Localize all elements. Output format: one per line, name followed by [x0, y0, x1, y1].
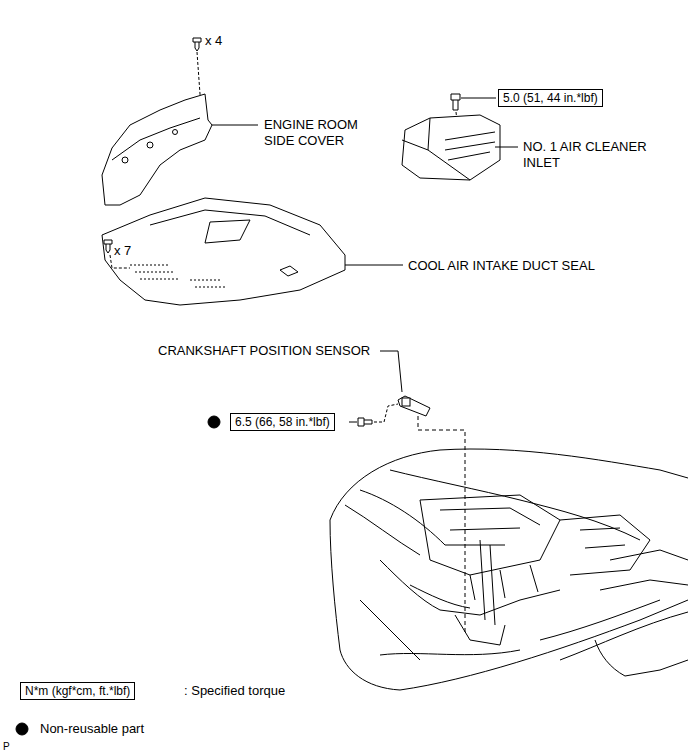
leader-line — [461, 98, 496, 99]
hole — [147, 142, 153, 148]
engine-bay — [330, 449, 688, 690]
torque-box: 5.0 (51, 44 in.*lbf) — [498, 89, 603, 107]
leader-line — [349, 422, 357, 423]
sensor-flange — [402, 398, 410, 406]
side-cover — [102, 94, 212, 205]
clip-symbol — [193, 38, 201, 51]
hole — [173, 130, 178, 135]
non-reusable-dot — [16, 723, 28, 735]
air-cleaner-inlet — [402, 115, 500, 180]
side-cover-edge — [112, 118, 200, 160]
inlet-edge — [402, 118, 495, 180]
leader-line — [212, 125, 258, 126]
legend-text: : Specified torque — [184, 683, 285, 699]
sensor — [398, 396, 430, 416]
part-name: ENGINE ROOM SIDE COVER — [264, 117, 384, 149]
torque-value: N*m (kgf*cm, ft.*lbf) — [25, 684, 130, 698]
torque-value: 6.5 (66, 58 in.*lbf) — [235, 415, 330, 429]
dash-line — [374, 404, 398, 422]
tab — [280, 266, 298, 276]
grille — [130, 265, 225, 287]
torque-box: 6.5 (66, 58 in.*lbf) — [230, 413, 335, 431]
leader-line — [380, 351, 402, 392]
part-name: NO. 1 AIR CLEANER INLET — [523, 139, 668, 171]
legend-text: Non-reusable part — [40, 721, 144, 737]
duct-opening — [205, 220, 250, 243]
quantity-note: x 4 — [205, 33, 222, 49]
bolt-symbol — [358, 418, 372, 426]
leader-line — [495, 147, 518, 148]
bolt-symbol — [451, 94, 460, 110]
part-name: CRANKSHAFT POSITION SENSOR — [158, 343, 370, 359]
part-name: COOL AIR INTAKE DUCT SEAL — [408, 258, 595, 274]
torque-box: N*m (kgf*cm, ft.*lbf) — [20, 682, 135, 700]
non-reusable-dot — [208, 416, 220, 428]
leader-line — [345, 265, 403, 266]
hole — [122, 157, 128, 163]
quantity-note: x 7 — [114, 243, 131, 259]
figure-code: P — [3, 741, 10, 753]
torque-value: 5.0 (51, 44 in.*lbf) — [503, 91, 598, 105]
duct-seal — [102, 198, 345, 305]
clip-symbol — [104, 240, 112, 253]
